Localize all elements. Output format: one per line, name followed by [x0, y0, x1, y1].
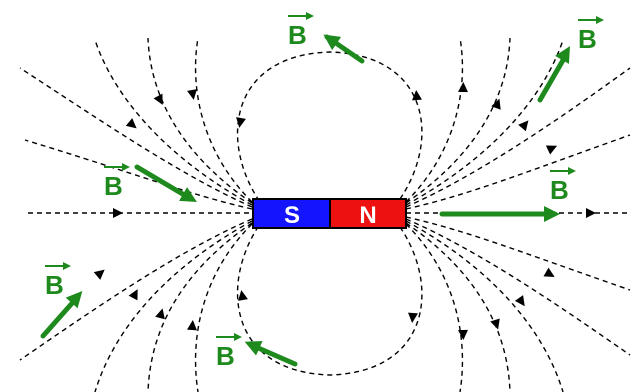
b-vector-arrowhead [323, 34, 342, 51]
b-symbol: B [45, 270, 64, 300]
field-arrowhead [458, 82, 468, 93]
b-labels: B B B B B B [45, 12, 604, 371]
field-line [405, 220, 564, 392]
b-vector-arrow [253, 344, 298, 367]
field-arrowhead [518, 120, 529, 132]
field-arrowhead [543, 267, 555, 277]
field-line [237, 51, 423, 200]
field-line [405, 37, 511, 204]
b-vector-arrowhead [244, 340, 263, 356]
field-arrowhead [412, 90, 422, 101]
b-vector-arrow [537, 52, 569, 103]
field-arrowhead [125, 118, 137, 129]
field-line [94, 220, 253, 392]
field-line [147, 37, 253, 204]
field-line [24, 139, 253, 210]
field-line [194, 223, 253, 392]
b-label: B [288, 12, 314, 50]
b-label: B [104, 163, 130, 201]
field-arrowhead [153, 93, 163, 105]
field-line [405, 134, 631, 210]
b-vector-arrow [40, 298, 77, 339]
b-vector-arrow [134, 164, 189, 199]
field-line [405, 216, 631, 291]
bar-magnet: S N [252, 198, 407, 229]
field-line [147, 222, 253, 392]
field-line [19, 67, 253, 208]
magnet-north-pole [329, 198, 407, 229]
b-vector-arrowhead [65, 291, 83, 309]
field-arrowhead [128, 289, 138, 301]
field-arrowhead [113, 208, 123, 218]
south-pole-label: S [284, 202, 300, 229]
field-arrowhead [187, 89, 197, 100]
field-line [405, 67, 631, 208]
field-line [19, 218, 253, 361]
field-lines [19, 37, 631, 392]
field-line [405, 39, 564, 206]
field-arrowhead [514, 295, 525, 307]
b-symbol: B [104, 171, 123, 201]
north-pole-label: N [359, 202, 376, 229]
b-label: B [578, 16, 604, 54]
b-vectors [40, 34, 570, 367]
field-arrowhead [187, 320, 197, 331]
magnet-south-pole [252, 198, 331, 229]
b-label: B [216, 333, 242, 371]
b-symbol: B [288, 20, 307, 50]
b-vector-arrowhead [544, 206, 560, 222]
field-line [405, 37, 464, 203]
b-label: B [45, 262, 71, 300]
b-vector-arrowhead [555, 46, 570, 64]
b-vector-arrowhead [179, 187, 197, 202]
field-line [405, 223, 464, 392]
field-arrowhead [545, 145, 558, 155]
field-line-arrowheads [93, 82, 596, 340]
field-line [236, 226, 423, 376]
field-arrowhead [491, 98, 501, 110]
field-arrowhead [458, 329, 468, 340]
field-arrowhead [155, 308, 165, 320]
field-arrowhead [236, 117, 246, 128]
field-line [94, 39, 253, 206]
field-arrowhead [93, 269, 105, 280]
field-arrowhead [408, 312, 418, 323]
field-line [405, 218, 631, 356]
field-arrowhead [238, 290, 248, 301]
field-arrowhead [586, 208, 596, 218]
b-symbol: B [216, 341, 235, 371]
b-label: B [550, 167, 576, 205]
b-symbol: B [578, 24, 597, 54]
field-arrowhead [490, 318, 500, 330]
b-symbol: B [550, 175, 569, 205]
